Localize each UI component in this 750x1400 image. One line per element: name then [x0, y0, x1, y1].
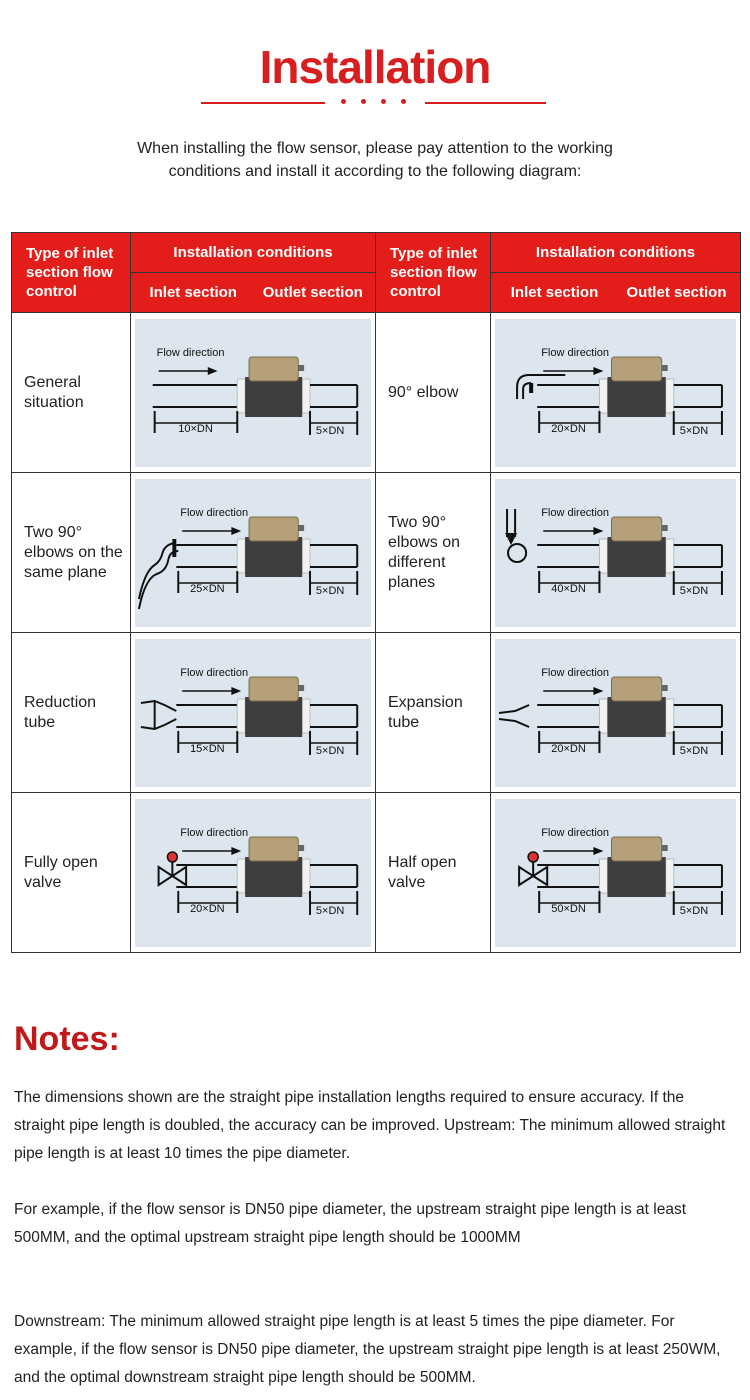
header-sub-left: Inlet section Outlet section	[130, 272, 376, 313]
flow-direction-label: Flow direction	[541, 506, 610, 519]
outlet-length-label: 5×DN	[679, 744, 709, 757]
inlet-type-label: Fully open valve	[11, 792, 131, 953]
inlet-type-label: Two 90° elbows on the same plane	[11, 472, 131, 633]
note-paragraph-1: The dimensions shown are the straight pi…	[14, 1089, 726, 1162]
inlet-type-label: Half open valve	[375, 792, 491, 953]
outlet-length-label: 5×DN	[679, 904, 709, 917]
inlet-type-label: Reduction tube	[11, 632, 131, 793]
inlet-length-label: 20×DN	[190, 902, 225, 915]
diagram-cell: Flow direction 20×DN 5×DN	[130, 792, 376, 953]
diagram-cell: Flow direction 40×DN 5×DN	[490, 472, 741, 633]
diagram-cell: Flow direction 15×DN 5×DN	[130, 632, 376, 793]
installation-table: Type of inlet section flow control Insta…	[11, 232, 741, 953]
note-paragraph-2: For example, if the flow sensor is DN50 …	[14, 1201, 687, 1246]
inlet-type-label: Expansion tube	[375, 632, 491, 793]
note-paragraph-3: Downstream: The minimum allowed straight…	[14, 1313, 721, 1386]
inlet-length-label: 15×DN	[190, 742, 225, 755]
diagram-elbow: Flow direction 20×DN 5×DN	[495, 318, 736, 467]
inlet-length-label: 25×DN	[190, 582, 225, 595]
outlet-length-label: 5×DN	[315, 904, 345, 917]
inlet-type-label: Two 90° elbows on different planes	[375, 472, 491, 633]
header-inlet-left: Inlet section	[149, 284, 237, 301]
flow-direction-label: Flow direction	[541, 826, 610, 839]
outlet-length-label: 5×DN	[315, 744, 345, 757]
diagram-cell: Flow direction 20×DN 5×DN	[490, 312, 741, 473]
header-type-right: Type of inlet section flow control	[375, 232, 491, 313]
diagram-straight: Flow direction 10×DN 5×DN	[135, 318, 371, 467]
outlet-length-label: 5×DN	[315, 424, 345, 437]
title-divider-left	[201, 102, 325, 104]
diagram-cell: Flow direction 20×DN 5×DN	[490, 632, 741, 793]
table-row: Fully open valve Flow direction 20×DN 5×DN H…	[11, 792, 741, 953]
page-title: Installation	[259, 41, 492, 93]
inlet-length-label: 50×DN	[551, 902, 586, 915]
header-sub-right: Inlet section Outlet section	[490, 272, 741, 313]
inlet-length-label: 40×DN	[551, 582, 586, 595]
outlet-length-label: 5×DN	[679, 424, 709, 437]
diagram-cell: Flow direction 10×DN 5×DN	[130, 312, 376, 473]
diagram-cell: Flow direction 25×DN 5×DN	[130, 472, 376, 633]
header-conditions-right: Installation conditions	[490, 232, 741, 273]
diagram-expansion: Flow direction 20×DN 5×DN	[495, 638, 736, 787]
flow-direction-label: Flow direction	[180, 826, 249, 839]
flow-direction-label: Flow direction	[180, 666, 249, 679]
outlet-length-label: 5×DN	[679, 584, 709, 597]
inlet-type-label: 90° elbow	[375, 312, 491, 473]
inlet-length-label: 20×DN	[551, 422, 586, 435]
diagram-cell: Flow direction 50×DN 5×DN	[490, 792, 741, 953]
flow-direction-label: Flow direction	[156, 346, 225, 359]
flow-direction-label: Flow direction	[541, 666, 610, 679]
notes-title: Notes:	[14, 1020, 120, 1058]
title-divider-right	[425, 102, 546, 104]
diagram-valve-half: Flow direction 50×DN 5×DN	[495, 798, 736, 947]
table-row: General situation Flow direction 10×DN 5×DN…	[11, 312, 741, 473]
title-divider-dots	[336, 99, 416, 107]
inlet-length-label: 10×DN	[178, 422, 213, 435]
header-type-left: Type of inlet section flow control	[11, 232, 131, 313]
intro-text: When installing the flow sensor, please …	[137, 140, 613, 180]
table-row: Reduction tube Flow direction 15×DN 5×DN Exp…	[11, 632, 741, 793]
header-conditions-left: Installation conditions	[130, 232, 376, 273]
flow-direction-label: Flow direction	[541, 346, 610, 359]
header-outlet-left: Outlet section	[262, 284, 363, 301]
diagram-two-elbow-diff: Flow direction 40×DN 5×DN	[495, 478, 736, 627]
diagram-valve-full: Flow direction 20×DN 5×DN	[135, 798, 371, 947]
flow-direction-label: Flow direction	[180, 506, 249, 519]
diagram-reduction: Flow direction 15×DN 5×DN	[135, 638, 371, 787]
diagram-two-elbow-same: Flow direction 25×DN 5×DN	[135, 478, 371, 627]
header-inlet-right: Inlet section	[510, 284, 599, 301]
header-outlet-right: Outlet section	[626, 284, 727, 301]
inlet-length-label: 20×DN	[551, 742, 586, 755]
inlet-type-label: General situation	[11, 312, 131, 473]
outlet-length-label: 5×DN	[315, 584, 345, 597]
